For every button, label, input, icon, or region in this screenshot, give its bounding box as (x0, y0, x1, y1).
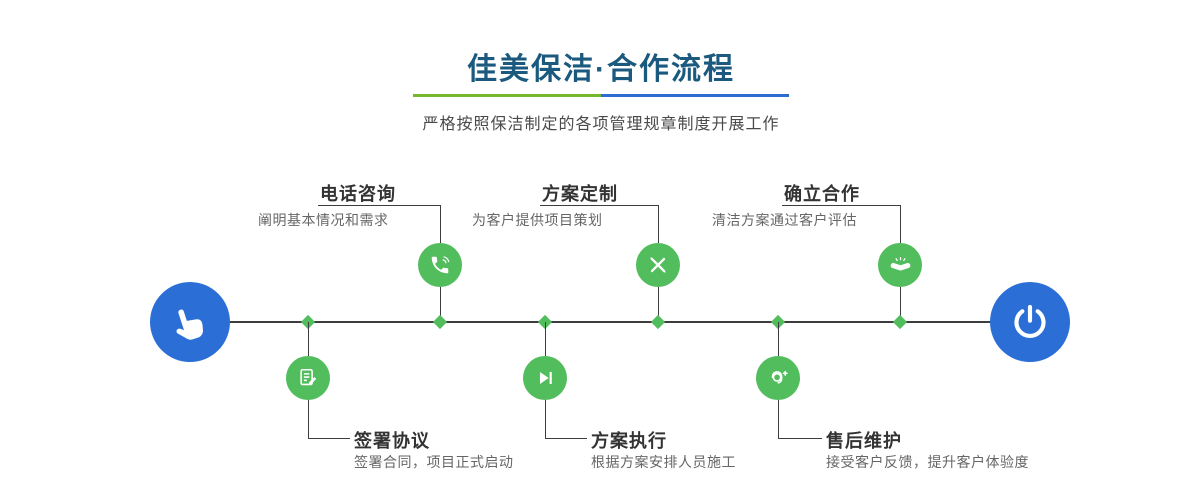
timeline-start-node (150, 282, 230, 362)
step-title: 确立合作 (784, 184, 860, 204)
connector-line (778, 322, 779, 356)
step-title: 签署协议 (354, 431, 430, 451)
connector-line (545, 400, 546, 439)
step-title: 方案执行 (591, 431, 667, 451)
connector-line (318, 205, 440, 206)
page-subtitle: 严格按照保洁制定的各项管理规章制度开展工作 (422, 116, 780, 133)
handshake-icon (890, 256, 910, 270)
step-icon-circle (523, 356, 567, 400)
step-description: 为客户提供项目策划 (472, 212, 603, 228)
step-title: 售后维护 (826, 431, 902, 451)
hand-pointer-icon (176, 309, 203, 340)
step-icon-circle (756, 356, 800, 400)
power-icon (1014, 304, 1046, 338)
connector-line (545, 322, 546, 356)
contract-sign-icon (300, 368, 317, 386)
page-title: 佳美保洁·合作流程 (467, 53, 735, 86)
timeline-node-diamond (892, 314, 908, 330)
timeline-end-node (990, 282, 1070, 362)
step-title: 电话咨询 (320, 184, 396, 204)
underline-green-segment (413, 94, 601, 97)
step-icon-circle (878, 243, 922, 287)
step-description: 清洁方案通过客户评估 (712, 212, 857, 228)
connector-line (658, 205, 659, 243)
connector-line (440, 287, 441, 322)
step-icon-circle (286, 356, 330, 400)
connector-line (440, 205, 441, 243)
step-description: 签署合同，项目正式启动 (354, 454, 514, 470)
step-description: 接受客户反馈，提升客户体验度 (826, 454, 1029, 470)
underline-blue-segment (601, 94, 789, 97)
connector-line (782, 205, 900, 206)
timeline-main-line (190, 321, 1030, 323)
connector-line (545, 438, 587, 439)
connector-line (308, 438, 350, 439)
connector-line (900, 205, 901, 243)
timeline-node-diamond (650, 314, 666, 330)
step-icon-circle (418, 243, 462, 287)
step-title: 方案定制 (542, 184, 618, 204)
connector-line (540, 205, 658, 206)
title-underline-decoration (413, 94, 789, 97)
step-icon-circle (636, 243, 680, 287)
connector-line (308, 400, 309, 439)
connector-line (900, 287, 901, 322)
connector-line (658, 287, 659, 322)
connector-line (778, 438, 822, 439)
step-description: 根据方案安排人员施工 (591, 454, 736, 470)
phone-icon (431, 256, 450, 274)
customer-service-icon (771, 370, 788, 384)
connector-line (308, 322, 309, 356)
play-execute-icon (539, 372, 552, 384)
step-description: 阐明基本情况和需求 (258, 212, 389, 228)
timeline-node-diamond (432, 314, 448, 330)
design-pencil-icon (650, 257, 666, 273)
connector-line (778, 400, 779, 439)
